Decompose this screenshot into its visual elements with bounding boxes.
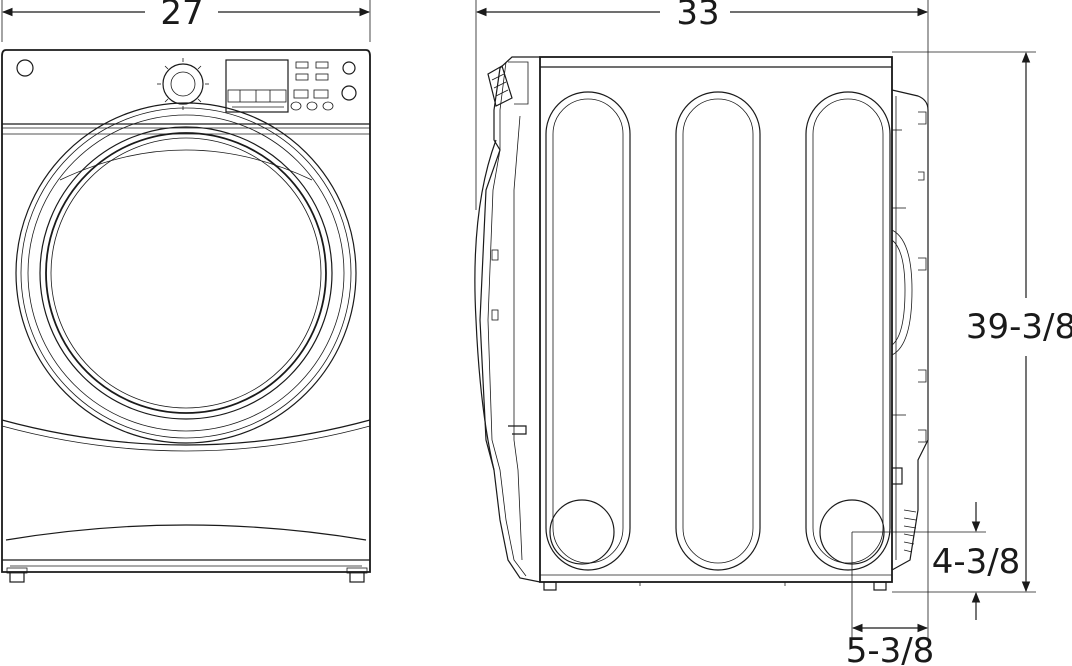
height-dimension: 39-3/8 [892, 51, 1072, 593]
depth-label: 33 [676, 0, 719, 33]
vent-offset-dimension: 5-3/8 [846, 440, 935, 666]
side-cabinet [474, 56, 893, 591]
vent-openings [549, 499, 885, 565]
side-panels [545, 91, 891, 571]
brand-logo-icon [16, 59, 34, 77]
power-button-icon [342, 61, 356, 75]
side-vent-icon [549, 499, 615, 565]
dryer-door [15, 102, 357, 444]
width-dimension: 27 [1, 0, 371, 42]
control-panel [16, 58, 357, 113]
side-view: 33 [474, 0, 1072, 666]
start-button-icon [341, 85, 357, 101]
front-view: 27 [1, 0, 371, 583]
vent-offset-label: 5-3/8 [846, 631, 935, 666]
vent-height-label: 4-3/8 [932, 542, 1021, 582]
rear-panel [891, 57, 929, 571]
height-label: 39-3/8 [966, 307, 1072, 347]
front-cabinet [1, 49, 371, 583]
vent-height-dimension: 4-3/8 [852, 502, 1020, 620]
display-panel [225, 59, 289, 113]
depth-dimension: 33 [475, 0, 929, 210]
cycle-knob-icon [162, 63, 204, 105]
width-label: 27 [160, 0, 203, 33]
